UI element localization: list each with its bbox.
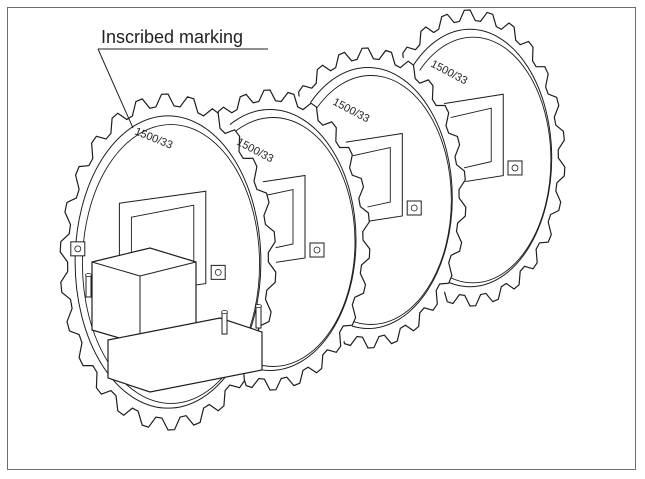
callout-label: Inscribed marking (101, 27, 243, 47)
housing-pin-cap-3 (255, 304, 262, 308)
latch-pin-1 (74, 245, 82, 253)
sprocket-rim-inner (81, 124, 261, 404)
sprocket-rim (74, 115, 262, 409)
callout-leader-line (97, 48, 134, 129)
sprockets-group (59, 9, 566, 431)
callout-group: Inscribed marking (97, 27, 268, 129)
latch-block-2 (406, 200, 422, 216)
latch-pin-2 (410, 204, 418, 212)
latch-block-2 (309, 242, 325, 258)
latch-block-2 (210, 264, 226, 280)
latch-block-1 (70, 241, 86, 257)
sprocket-teeth (59, 93, 277, 431)
housing-pin-1 (85, 274, 92, 298)
latch-pin-2 (511, 164, 519, 172)
latch-pin-2 (214, 268, 222, 276)
housing-base (107, 317, 263, 393)
housing-edges (91, 261, 197, 344)
housing-pin-3 (255, 305, 262, 329)
front-split-housing (85, 247, 263, 393)
housing-pin-cap-2 (221, 310, 228, 314)
latch-block-2 (507, 160, 523, 176)
latch-pin-2 (313, 246, 321, 254)
housing-pin-2 (221, 311, 228, 335)
housing-pin-cap-1 (85, 273, 92, 277)
